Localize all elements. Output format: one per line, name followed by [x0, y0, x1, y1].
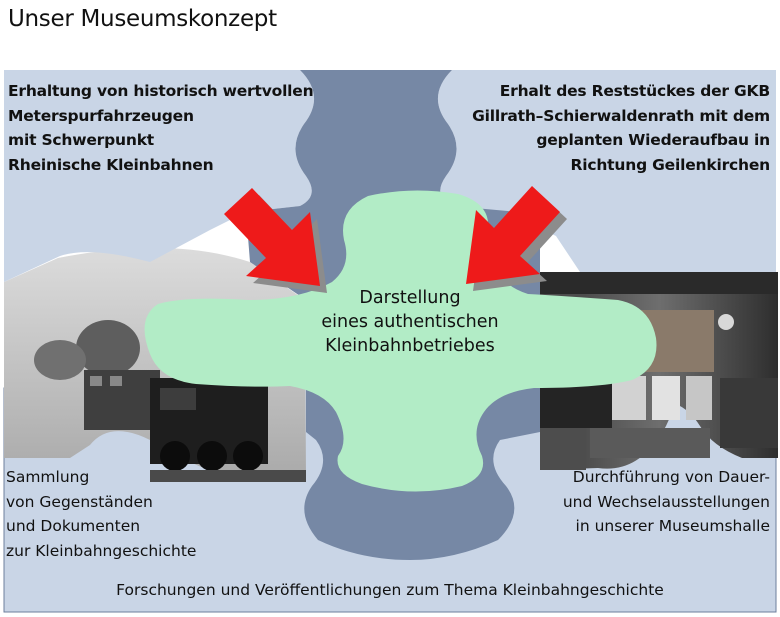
text-line: eines authentischen — [321, 312, 499, 332]
text-line: Kleinbahnbetriebes — [325, 336, 495, 356]
frame-piece-top-left — [4, 70, 315, 282]
goal-text-top-left: Erhaltung von historisch wertvollen Mete… — [8, 79, 314, 177]
arrow-top-right — [466, 186, 567, 291]
center-text: Darstellung eines authentischen Kleinbah… — [240, 286, 580, 358]
text-line: Erhalt des Reststückes der GKB — [499, 82, 770, 100]
text-line: und Dokumenten — [6, 517, 141, 535]
text-line: in unserer Museumshalle — [575, 517, 770, 535]
goal-text-bottom-left: Sammlung von Gegenständen und Dokumenten… — [6, 465, 196, 563]
text-line: Meterspurfahrzeugen — [8, 106, 194, 125]
frame-piece-top-right — [437, 70, 776, 272]
center-piece — [144, 190, 657, 492]
text-line: von Gegenständen — [6, 492, 153, 511]
text-line: Erhaltung von historisch wertvollen — [8, 82, 314, 100]
text-line: zur Kleinbahngeschichte — [6, 541, 197, 560]
puzzle-diagram — [3, 70, 778, 613]
text-line: Gillrath–Schierwaldenrath mit dem — [472, 106, 770, 125]
goal-text-top-right: Erhalt des Reststückes der GKB Gillrath–… — [472, 79, 770, 177]
text-line: und Wechselausstellungen — [562, 492, 770, 511]
footer-text: Forschungen und Veröffentlichungen zum T… — [116, 581, 664, 599]
text-line: Richtung Geilenkirchen — [570, 155, 771, 174]
goal-text-bottom-right: Durchführung von Dauer- und Wechselausst… — [563, 465, 770, 539]
page-title: Unser Museumskonzept — [8, 6, 277, 32]
arrow-top-left — [224, 188, 327, 293]
text-line: Durchführung von Dauer- — [572, 468, 770, 486]
text-line: Rheinische Kleinbahnen — [8, 155, 214, 174]
text-line: geplanten Wiederaufbau in — [536, 131, 770, 149]
text-line: Darstellung — [359, 288, 461, 308]
text-line: Sammlung — [6, 468, 90, 486]
text-line: mit Schwerpunkt — [8, 131, 155, 149]
